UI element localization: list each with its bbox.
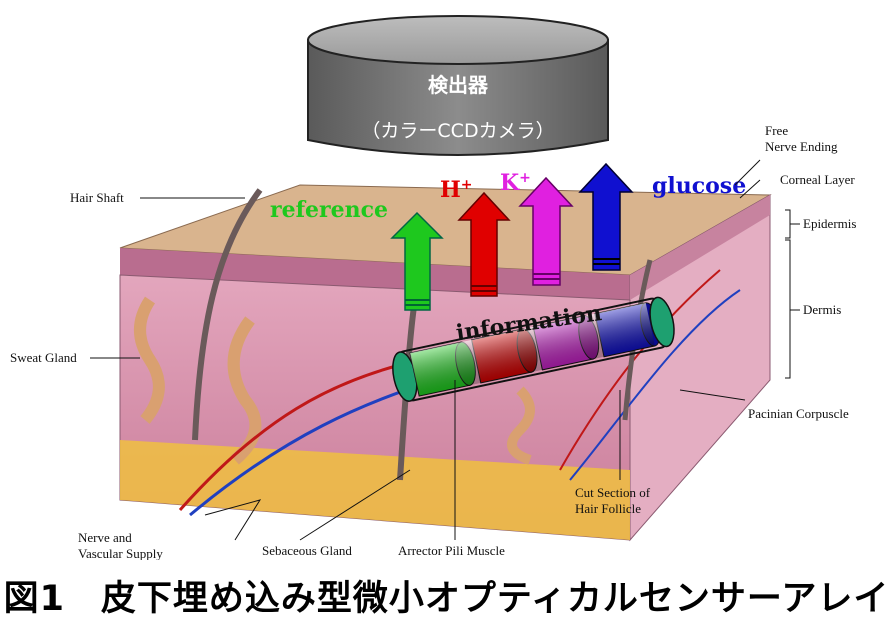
h-arrow [457, 191, 511, 297]
glucose-arrow [578, 162, 634, 271]
label-nerve-vascular-1: Nerve and [78, 530, 132, 545]
label-pacinian: Pacinian Corpuscle [748, 406, 849, 421]
label-free-nerve-2: Nerve Ending [765, 139, 838, 154]
label-arrector-pili: Arrector Pili Muscle [398, 543, 505, 558]
label-free-nerve-1: Free [765, 123, 788, 138]
glucose-label: glucose [652, 173, 746, 199]
label-hair-shaft: Hair Shaft [70, 190, 124, 205]
h-label: H+ [440, 177, 473, 203]
detector: 検出器 （カラーCCDカメラ） [307, 15, 609, 156]
k-arrow [518, 176, 574, 286]
reference-label: reference [270, 197, 388, 223]
sensor-array [392, 296, 675, 402]
label-epidermis: Epidermis [803, 216, 856, 231]
leader-lines [90, 159, 800, 541]
label-cut-section-2: Hair Follicle [575, 501, 641, 516]
label-corneal: Corneal Layer [780, 172, 855, 187]
detector-subtitle: （カラーCCDカメラ） [361, 120, 554, 142]
label-cut-section-1: Cut Section of [575, 485, 651, 500]
label-sebaceous-gland: Sebaceous Gland [262, 543, 352, 558]
label-dermis: Dermis [803, 302, 841, 317]
label-sweat-gland: Sweat Gland [10, 350, 77, 365]
figure-caption: 図1 皮下埋め込み型微小オプティカルセンサーアレイ [3, 579, 890, 619]
detector-title: 検出器 [428, 73, 489, 97]
label-nerve-vascular-2: Vascular Supply [78, 546, 163, 560]
reference-arrow [390, 211, 444, 311]
skin-sensor-diagram: 検出器 （カラーCCDカメラ） reference H+ K+ glucose [10, 15, 856, 561]
k-label: K+ [500, 170, 531, 196]
